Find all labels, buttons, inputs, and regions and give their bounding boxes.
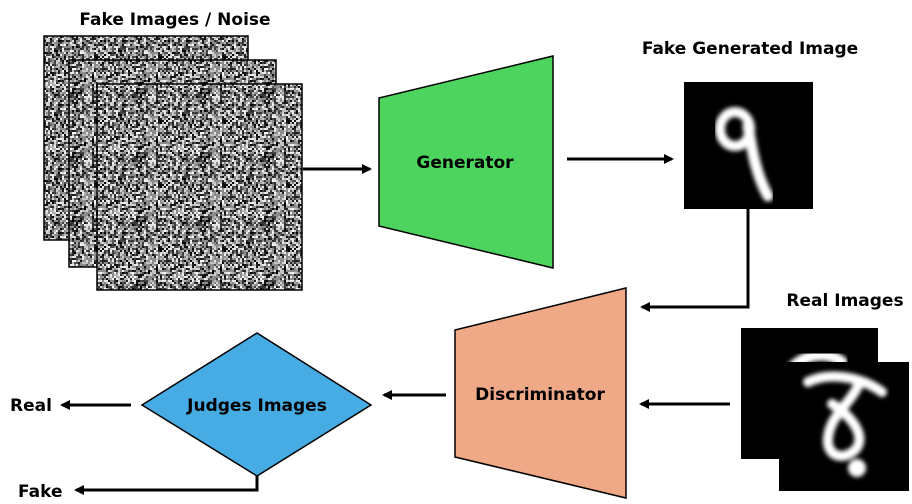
noise-image-stack — [43, 35, 303, 291]
arrow-judge-to-fake — [74, 476, 259, 495]
output-real-label: Real — [10, 396, 52, 416]
real-image-front — [779, 362, 909, 491]
discriminator-shape — [454, 287, 627, 499]
real-images-title: Real Images — [786, 291, 903, 311]
fake-generated-image — [684, 82, 813, 209]
judge-label: Judges Images — [186, 396, 327, 416]
discriminator-label: Discriminator — [475, 385, 605, 405]
discriminator-block: Discriminator — [454, 287, 627, 499]
real-images-stack — [741, 328, 909, 491]
digit-eight-glyph — [803, 371, 887, 477]
noise-image-front — [96, 83, 303, 291]
generator-block: Generator — [378, 55, 554, 269]
generator-label: Generator — [416, 153, 514, 173]
arrow-fake-image-to-discriminator — [640, 209, 750, 312]
noise-images-title: Fake Images / Noise — [79, 10, 270, 30]
judge-block: Judges Images — [140, 332, 373, 477]
generator-shape — [378, 55, 554, 269]
output-fake-label: Fake — [18, 482, 62, 502]
fake-generated-image-title: Fake Generated Image — [642, 39, 858, 59]
digit-nine-glyph — [715, 107, 774, 202]
